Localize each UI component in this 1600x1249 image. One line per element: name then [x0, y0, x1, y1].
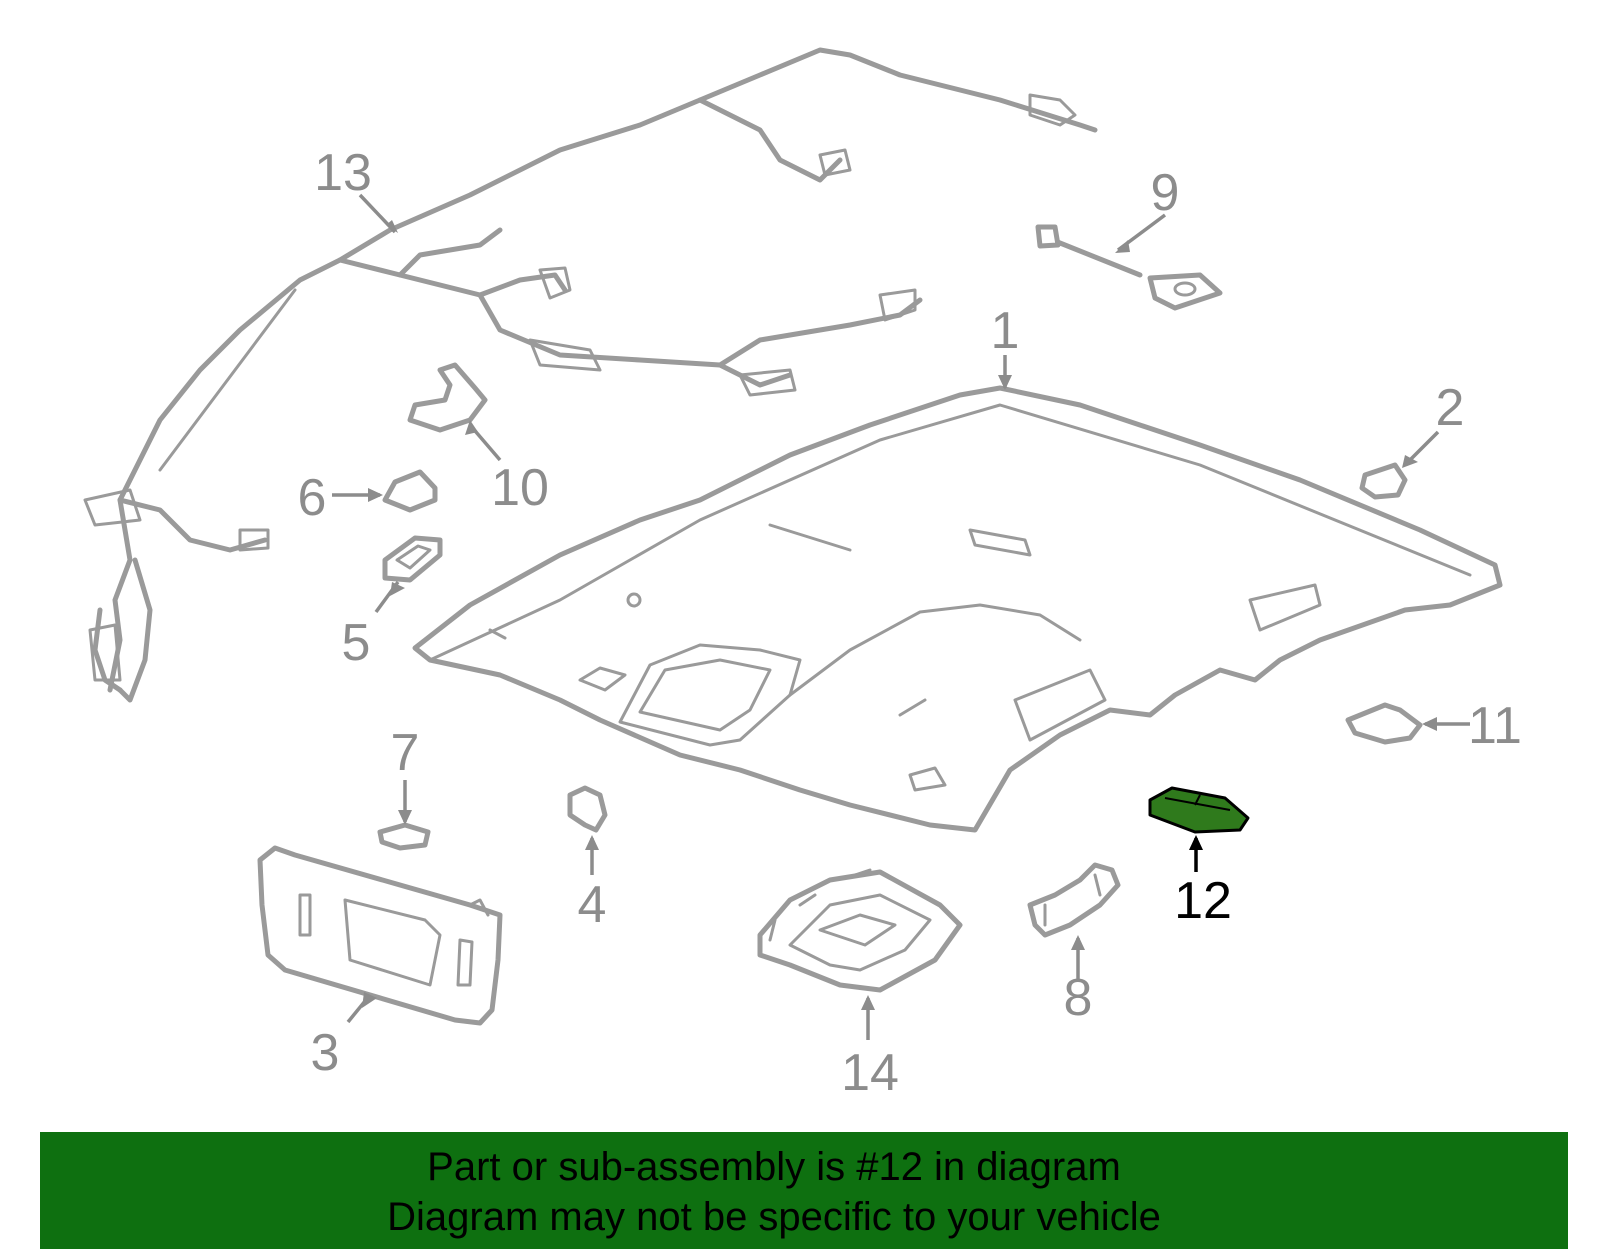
callout-1[interactable]: 1 — [991, 302, 1020, 360]
part-2-clip[interactable] — [1359, 462, 1408, 500]
part-11-lamp[interactable] — [1345, 702, 1423, 745]
part-14-overhead-console[interactable] — [757, 868, 963, 993]
part-3-sun-visor[interactable] — [257, 845, 503, 1026]
part-9-connector[interactable] — [1035, 224, 1223, 311]
leader-arrowheads — [362, 220, 1437, 1010]
part-5-lamp[interactable] — [382, 535, 443, 583]
banner-line-1: Part or sub-assembly is #12 in diagram — [427, 1145, 1121, 1189]
callout-2[interactable]: 2 — [1436, 379, 1465, 437]
info-banner: Part or sub-assembly is #12 in diagram D… — [40, 1132, 1568, 1249]
callout-12[interactable]: 12 — [1174, 872, 1232, 930]
banner-line-2: Diagram may not be specific to your vehi… — [387, 1195, 1161, 1239]
callout-10[interactable]: 10 — [491, 459, 549, 517]
callout-13[interactable]: 13 — [314, 144, 372, 202]
part-4-bracket[interactable] — [567, 785, 608, 833]
callout-14[interactable]: 14 — [841, 1044, 899, 1102]
callout-11[interactable]: 11 — [1468, 697, 1522, 755]
callout-3[interactable]: 3 — [311, 1024, 340, 1082]
part-7-clip[interactable] — [377, 822, 431, 851]
part-8-grab-handle[interactable] — [1027, 862, 1121, 938]
callout-8[interactable]: 8 — [1064, 969, 1093, 1027]
callout-7[interactable]: 7 — [391, 724, 420, 782]
part-6-cap[interactable] — [382, 469, 438, 513]
part-10-bracket[interactable] — [407, 362, 488, 433]
callout-5[interactable]: 5 — [342, 614, 371, 672]
part-13-wiring-harness[interactable] — [83, 47, 1098, 703]
leader-2 — [1408, 430, 1440, 462]
part-1-headliner[interactable] — [412, 385, 1503, 833]
callout-9[interactable]: 9 — [1151, 164, 1180, 222]
callout-labels: 1 2 3 4 5 6 7 8 9 10 11 12 13 14 — [298, 144, 1522, 1102]
part-12-highlighted[interactable] — [1148, 786, 1250, 834]
callout-4[interactable]: 4 — [578, 876, 607, 934]
callout-6[interactable]: 6 — [298, 469, 327, 527]
